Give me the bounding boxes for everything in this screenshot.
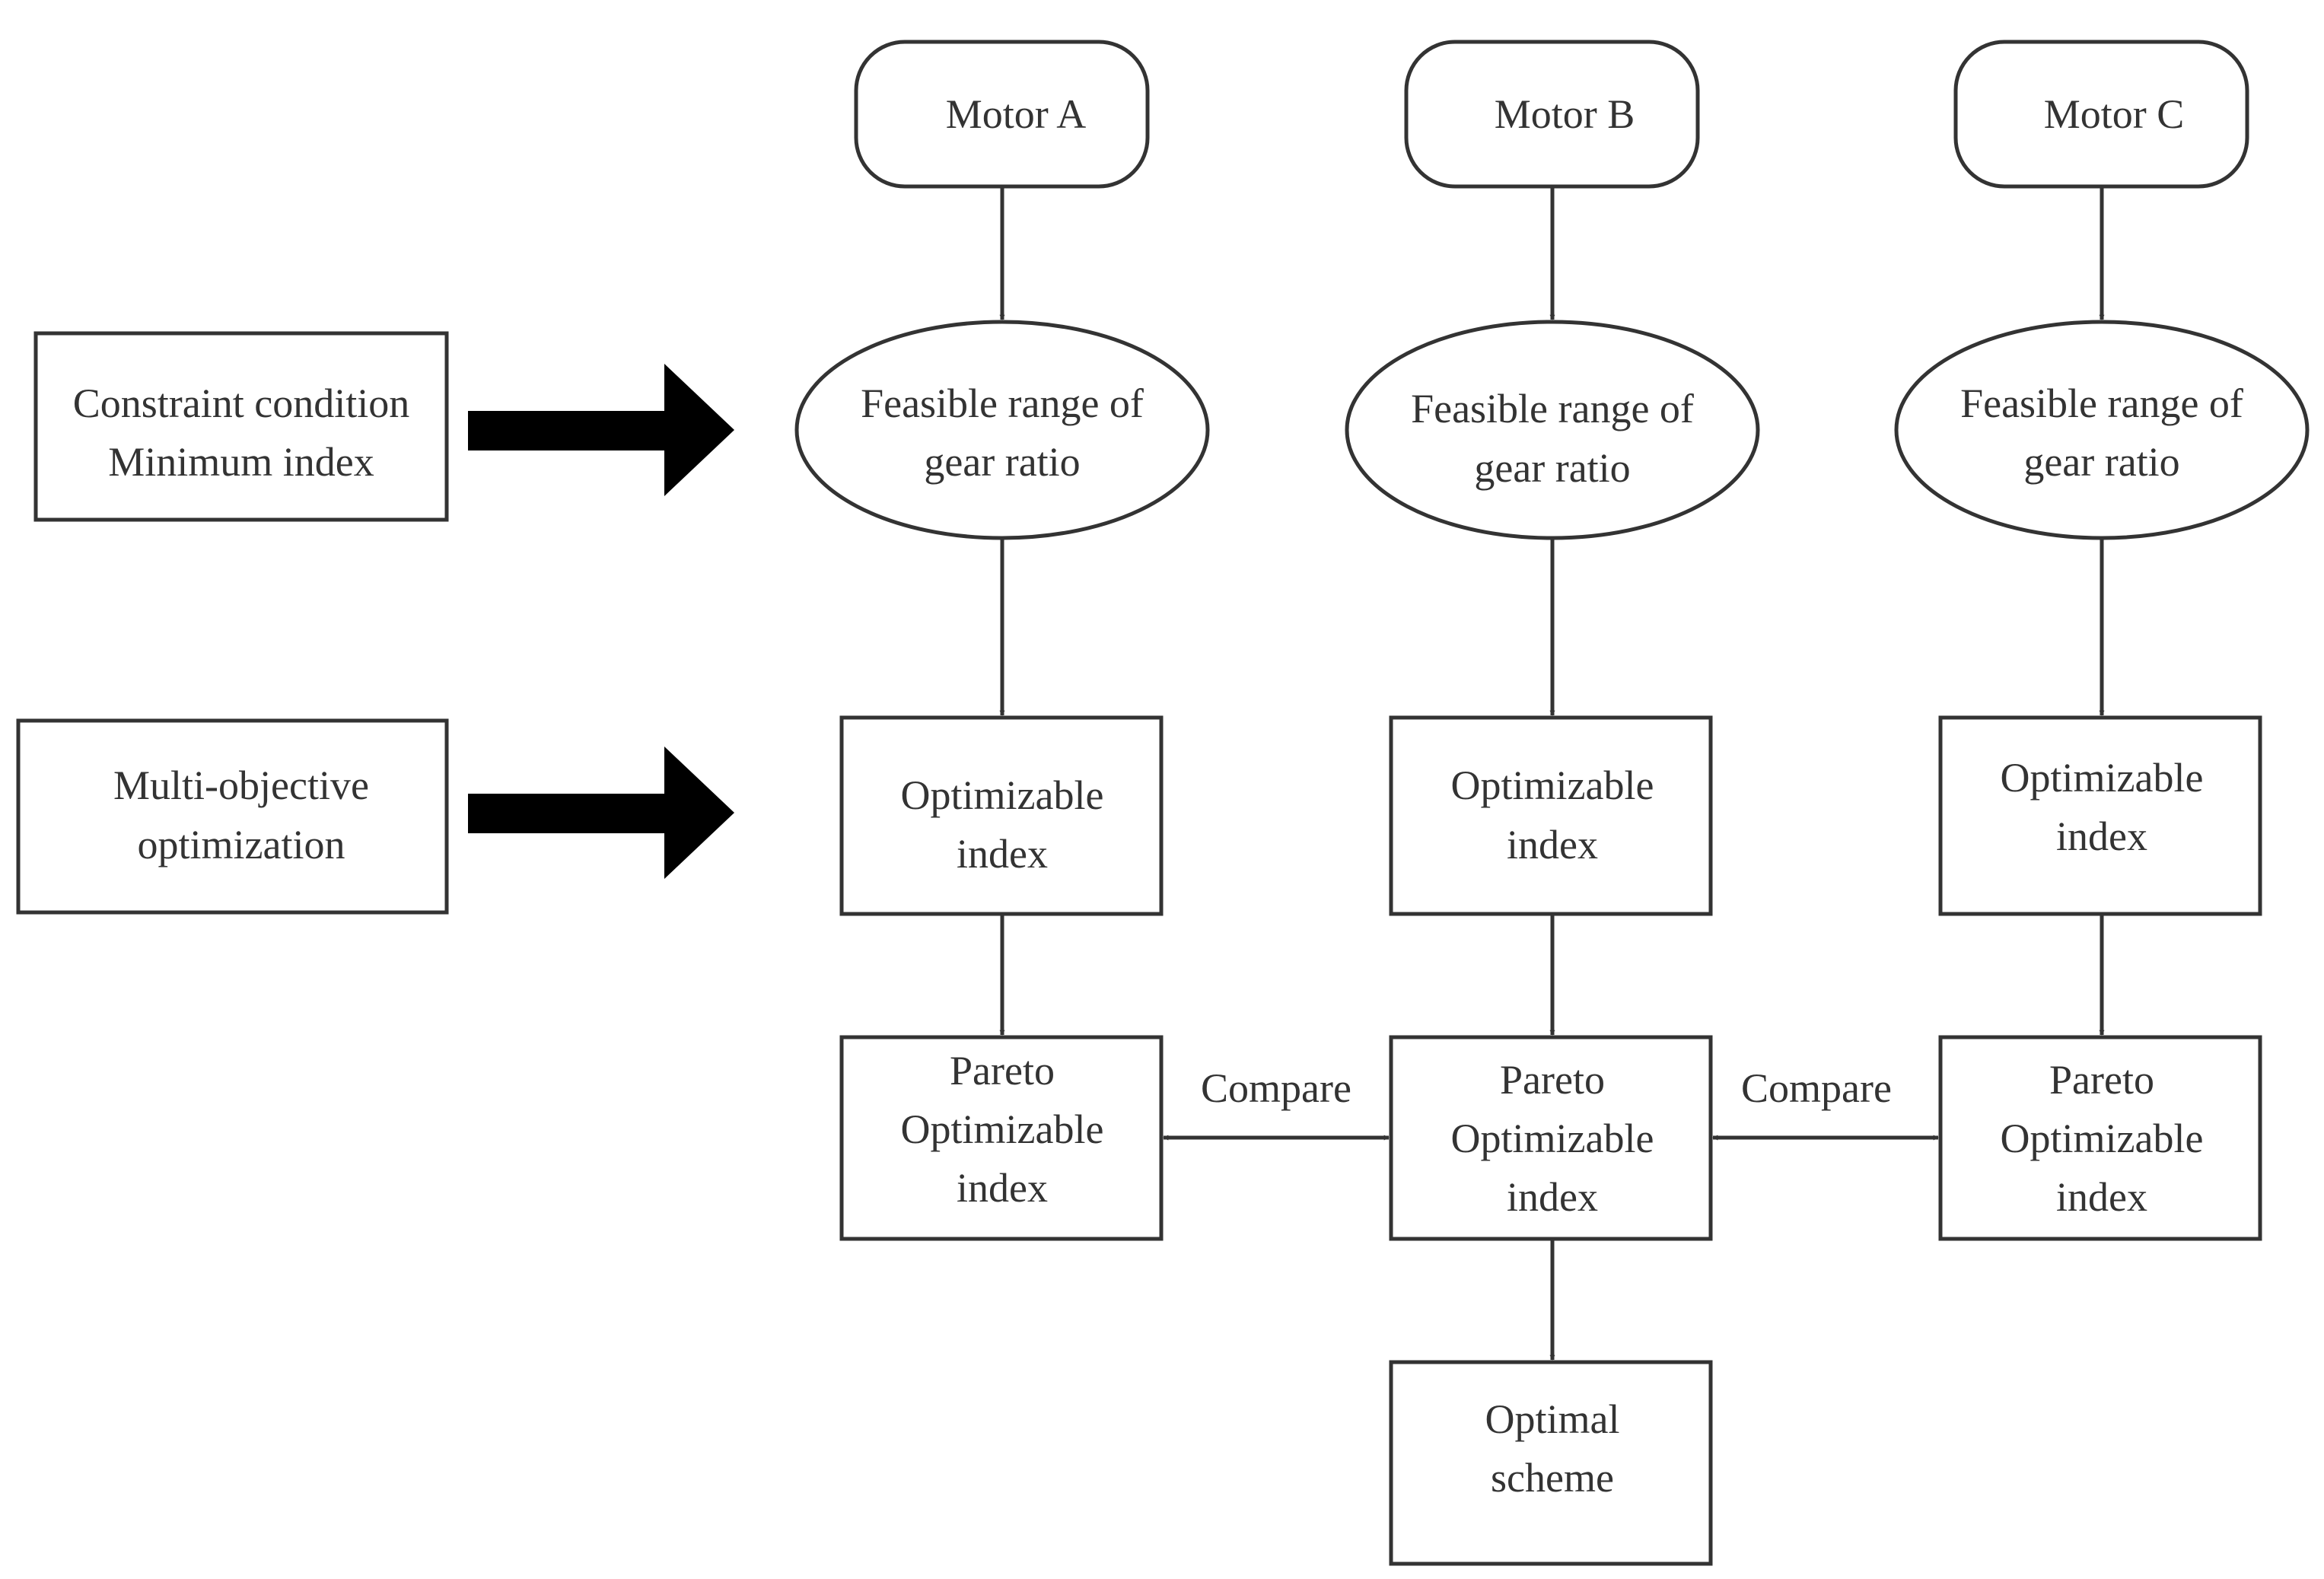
- pareto-index-c-box: Pareto Optimizable index: [1938, 1035, 2262, 1241]
- pareto-c-line-2: Optimizable: [2001, 1116, 2204, 1161]
- optimizable-c-line-1: Optimizable: [2001, 755, 2204, 801]
- optimizable-b-line-2: index: [1507, 822, 1598, 867]
- multi-objective-box: Multi-objective optimization: [16, 718, 449, 915]
- pareto-index-a-box: Pareto Optimizable index: [839, 1035, 1164, 1241]
- pareto-a-line-1: Pareto: [950, 1048, 1055, 1094]
- optimizable-a-line-2: index: [957, 831, 1048, 877]
- feasible-b-line-1: Feasible range of: [1411, 386, 1694, 431]
- pareto-b-line-2: Optimizable: [1451, 1116, 1654, 1161]
- motor-a-terminal: Motor A: [854, 40, 1150, 189]
- constraint-box: Constraint condition Minimum index: [33, 331, 449, 522]
- motor-c-label: Motor C: [2044, 91, 2185, 137]
- pareto-c-line-1: Pareto: [2049, 1057, 2154, 1103]
- feasible-a-line-1: Feasible range of: [861, 380, 1144, 426]
- feasible-range-a-ellipse: Feasible range of gear ratio: [794, 320, 1210, 540]
- pareto-a-line-2: Optimizable: [901, 1106, 1104, 1152]
- optimal-scheme-box: Optimal scheme: [1389, 1360, 1713, 1566]
- motor-b-terminal: Motor B: [1404, 40, 1700, 189]
- optimizable-index-c-box: Optimizable index: [1938, 715, 2262, 916]
- block-arrow-multi-objective: [468, 747, 734, 879]
- feasible-range-c-ellipse: Feasible range of gear ratio: [1894, 320, 2310, 540]
- feasible-c-line-1: Feasible range of: [1960, 380, 2243, 426]
- block-arrow-constraint: [468, 364, 734, 496]
- multi-objective-line-1: Multi-objective: [113, 762, 369, 808]
- pareto-b-line-3: index: [1507, 1174, 1598, 1220]
- optimal-line-1: Optimal: [1485, 1396, 1620, 1442]
- feasible-c-line-2: gear ratio: [2023, 439, 2179, 485]
- constraint-line-1: Constraint condition: [73, 380, 409, 426]
- multi-objective-line-2: optimization: [138, 822, 345, 867]
- feasible-a-line-2: gear ratio: [924, 439, 1080, 485]
- pareto-a-line-3: index: [957, 1165, 1048, 1211]
- optimizable-index-a-box: Optimizable index: [839, 715, 1164, 916]
- motor-a-label: Motor A: [946, 91, 1087, 137]
- compare-label-b-c: Compare: [1741, 1065, 1892, 1111]
- constraint-line-2: Minimum index: [108, 439, 374, 485]
- motor-b-label: Motor B: [1495, 91, 1635, 137]
- feasible-range-b-ellipse: Feasible range of gear ratio: [1345, 320, 1760, 540]
- pareto-index-b-box: Pareto Optimizable index: [1389, 1035, 1713, 1241]
- optimizable-b-line-1: Optimizable: [1451, 762, 1654, 808]
- compare-label-a-b: Compare: [1201, 1065, 1351, 1111]
- optimizable-c-line-2: index: [2056, 813, 2147, 859]
- motor-c-terminal: Motor C: [1953, 40, 2249, 189]
- optimizable-index-b-box: Optimizable index: [1389, 715, 1713, 916]
- optimizable-a-line-1: Optimizable: [901, 772, 1104, 818]
- feasible-b-line-2: gear ratio: [1474, 445, 1630, 491]
- pareto-b-line-1: Pareto: [1500, 1057, 1605, 1103]
- pareto-c-line-3: index: [2056, 1174, 2147, 1220]
- optimal-line-2: scheme: [1491, 1455, 1614, 1501]
